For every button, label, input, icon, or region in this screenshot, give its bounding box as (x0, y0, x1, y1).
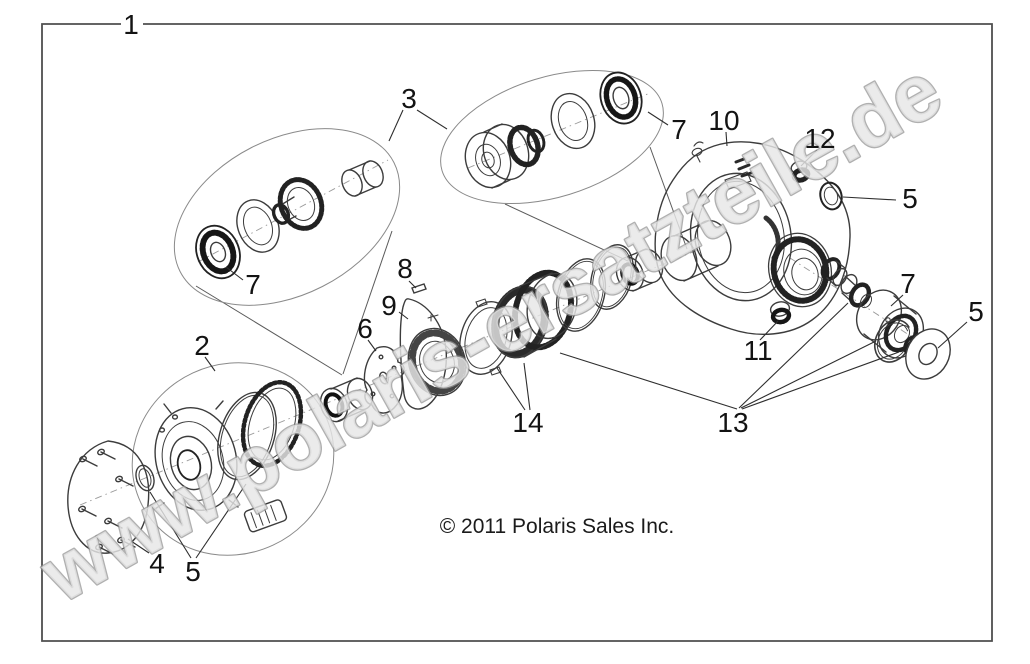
gasket-plate (363, 346, 405, 414)
border-frame (41, 23, 993, 642)
callout-5-housing-seal: 5 (902, 183, 918, 214)
bearing-top (599, 71, 643, 125)
oring-small-front (135, 464, 155, 492)
leader-lines (127, 109, 968, 559)
callout-10: 10 (708, 105, 739, 136)
hub-carrier (154, 400, 239, 511)
roll-cage-coupler (464, 123, 546, 189)
callout-7-output: 7 (900, 268, 916, 299)
spacer-collar-left (341, 160, 384, 197)
callout-5-washer: 5 (968, 296, 984, 327)
seal-housing (819, 181, 843, 211)
clutch-drum (491, 269, 578, 359)
callout-7-left: 7 (245, 269, 261, 300)
callout-1: 1 (123, 9, 139, 40)
tabbed-ring-plate (459, 298, 513, 376)
drain-plug (769, 301, 792, 325)
cover-plate (67, 440, 150, 554)
callout-14: 14 (512, 407, 543, 438)
pilot-bearing (615, 248, 664, 292)
callout-3: 3 (401, 83, 417, 114)
callout-6: 6 (357, 313, 373, 344)
output-shaft (820, 257, 873, 309)
roller-retainer-block (243, 499, 288, 533)
seal-top (550, 92, 596, 150)
callout-labels: 1 3 7 10 12 5 7 2 8 9 6 7 5 11 14 13 4 5 (123, 9, 984, 587)
callout-8: 8 (397, 253, 413, 284)
bearing-left (195, 224, 241, 280)
ring-gear-front (240, 380, 304, 468)
fill-plug (790, 160, 811, 183)
callout-12: 12 (804, 123, 835, 154)
needle-roller-cage (407, 327, 467, 397)
callout-13: 13 (717, 407, 748, 438)
input-gear-subassembly-outline (173, 128, 401, 306)
thrust-plate (399, 298, 448, 410)
callout-5-bottom: 5 (185, 556, 201, 587)
retaining-clip (411, 283, 439, 322)
callout-7-top: 7 (671, 114, 687, 145)
callout-2: 2 (194, 330, 210, 361)
cover-screws (78, 448, 136, 555)
callout-9: 9 (381, 290, 397, 321)
splined-bushing (319, 377, 374, 423)
oring-a (555, 258, 607, 332)
callout-4: 4 (149, 548, 165, 579)
pinion-gear (271, 177, 325, 231)
washer (905, 328, 951, 380)
callout-11: 11 (743, 335, 772, 366)
coupler-subassembly-outline (440, 69, 664, 205)
copyright-text: © 2011 Polaris Sales Inc. (440, 515, 675, 538)
